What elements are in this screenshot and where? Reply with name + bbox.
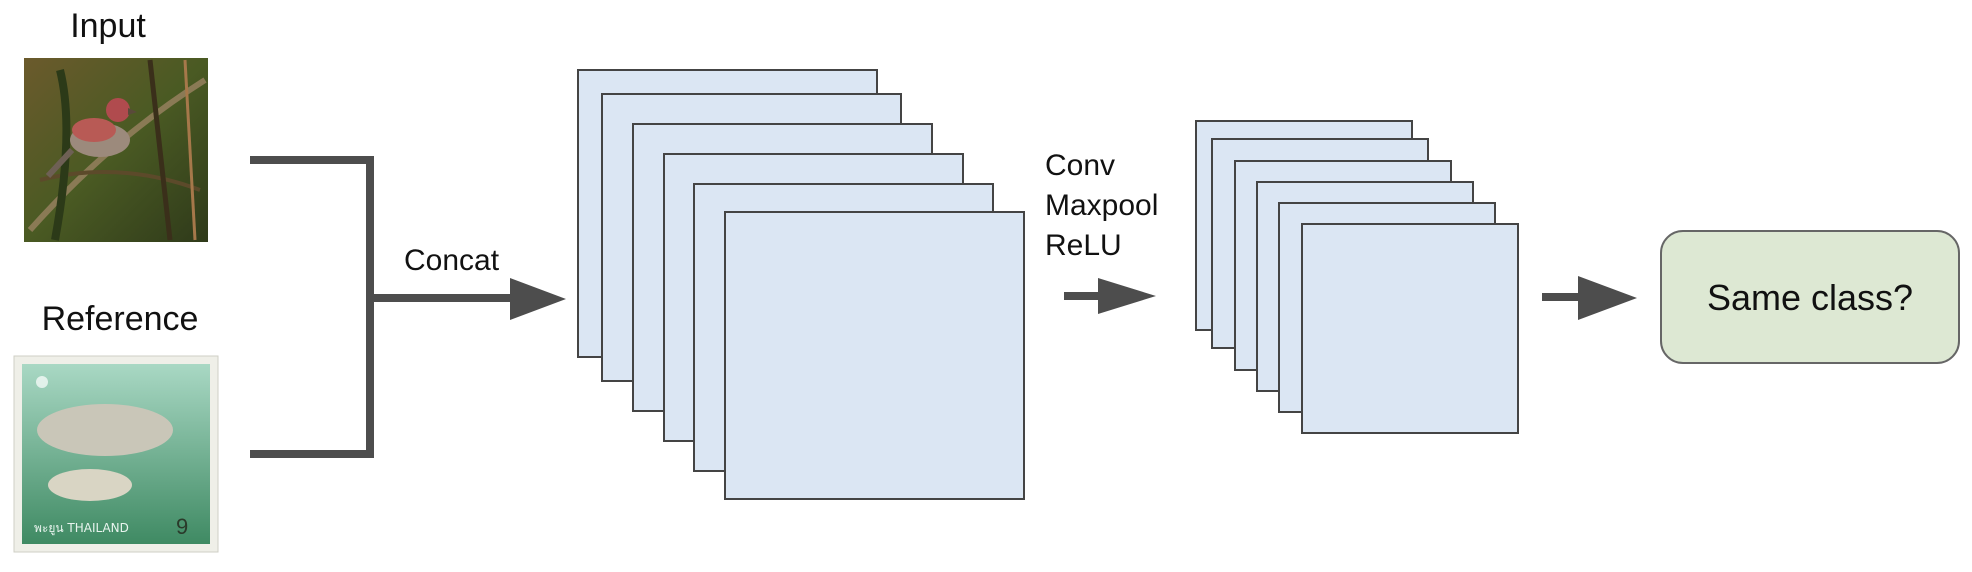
output-box xyxy=(1660,230,1960,364)
op-conv-label: Conv xyxy=(1045,149,1115,182)
feature-map-stack-2 xyxy=(1195,120,1519,434)
feature-map xyxy=(1301,223,1519,434)
stamp-value: 9 xyxy=(176,514,188,539)
feature-map xyxy=(724,211,1025,500)
reference-stamp-image: 9 พะยูน THAILAND xyxy=(13,355,219,553)
output-arrowhead xyxy=(1578,276,1637,320)
concat-label: Concat xyxy=(404,244,500,277)
input-bird-image xyxy=(24,58,208,242)
concat-arrowhead xyxy=(510,278,566,320)
ops-arrowhead xyxy=(1098,278,1156,314)
op-maxpool-label: Maxpool xyxy=(1045,189,1158,222)
reference-label: Reference xyxy=(42,300,199,338)
stamp-caption: พะยูน THAILAND xyxy=(34,521,129,536)
feature-map-stack-1 xyxy=(577,69,1025,500)
input-label: Input xyxy=(70,7,146,45)
op-relu-label: ReLU xyxy=(1045,229,1122,262)
output-label: Same class? xyxy=(1707,277,1913,318)
merge-connector xyxy=(250,156,512,458)
